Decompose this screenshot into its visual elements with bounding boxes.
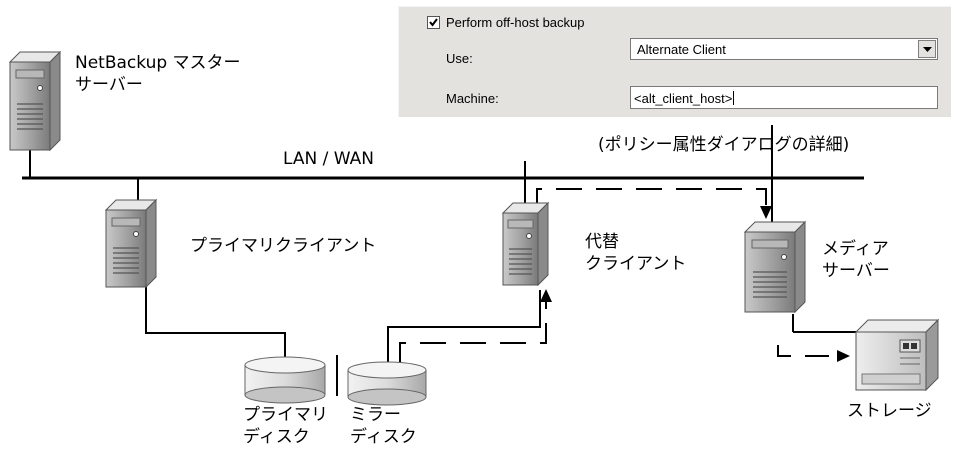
- media-server-label: メディア サーバー: [822, 238, 890, 282]
- primary-disk-label-line1: プライマリ: [243, 405, 328, 425]
- off-host-backup-checkbox[interactable]: [427, 16, 440, 29]
- backup-data-path-to-storage: [777, 345, 838, 357]
- media-server-label-line1: メディア: [822, 239, 889, 259]
- media-server-icon: [743, 220, 807, 314]
- alternate-client-label-line2: クライアント: [585, 254, 687, 274]
- backup-data-path: [399, 300, 547, 363]
- text-caret: [733, 91, 734, 105]
- media-server-label-line2: サーバー: [822, 261, 890, 281]
- mirror-disk-label-line1: ミラー: [350, 405, 401, 425]
- data-flow-arrowhead-media: [760, 206, 772, 219]
- master-server-label-line1: NetBackup マスター: [75, 53, 241, 73]
- backup-data-path-to-media: [536, 188, 767, 210]
- machine-input-value: <alt_client_host>: [634, 91, 733, 106]
- use-select[interactable]: Alternate Client: [630, 38, 938, 60]
- mirror-disk-link: [387, 290, 541, 368]
- dropdown-arrow-icon[interactable]: [918, 40, 936, 58]
- use-label: Use:: [446, 51, 473, 66]
- mirror-disk-label: ミラー ディスク: [350, 404, 417, 448]
- primary-client-icon: [104, 198, 158, 289]
- primary-disk-label-line2: ディスク: [243, 427, 310, 447]
- master-server-label: NetBackup マスター サーバー: [75, 52, 241, 96]
- alternate-client-label: 代替 クライアント: [585, 231, 686, 275]
- data-flow-arrowhead-storage: [837, 350, 850, 362]
- machine-label: Machine:: [446, 91, 499, 106]
- policy-attributes-dialog: Perform off-host backup Use: Alternate C…: [398, 6, 951, 117]
- primary-disk-link: [145, 285, 286, 358]
- network-label: LAN / WAN: [283, 149, 374, 169]
- dialog-caption: (ポリシー属性ダイアログの詳細): [598, 135, 850, 155]
- checkmark-icon: [429, 18, 438, 27]
- master-server-label-line2: サーバー: [75, 75, 143, 95]
- storage-device-icon: [854, 318, 940, 392]
- use-select-value: Alternate Client: [637, 42, 726, 57]
- machine-input[interactable]: <alt_client_host>: [630, 86, 938, 109]
- primary-disk-label: プライマリ ディスク: [243, 404, 328, 448]
- primary-client-label: プライマリクライアント: [190, 236, 377, 256]
- data-flow-arrowhead-alt-client: [540, 289, 552, 302]
- mirror-disk-icon: [347, 361, 427, 406]
- master-server-icon: [8, 50, 62, 152]
- mirror-disk-label-line2: ディスク: [350, 427, 417, 447]
- off-host-backup-label: Perform off-host backup: [446, 15, 585, 30]
- alternate-client-label-line1: 代替: [585, 232, 619, 252]
- storage-label: ストレージ: [847, 401, 932, 421]
- primary-disk-icon: [244, 356, 326, 404]
- alternate-client-icon: [501, 201, 550, 287]
